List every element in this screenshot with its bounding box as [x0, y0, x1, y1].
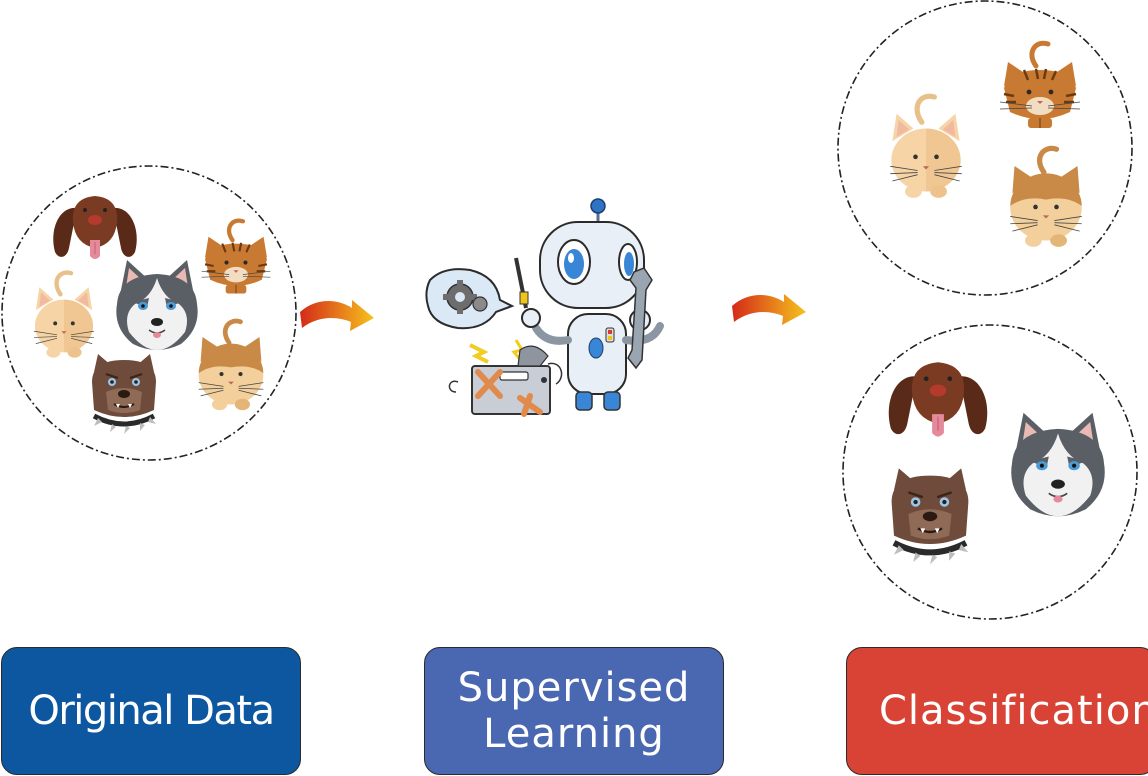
cream-cat-icon — [890, 96, 961, 198]
input-animals — [34, 195, 271, 434]
cats-group — [890, 43, 1081, 247]
cats-circle — [837, 0, 1133, 296]
brown-dog-icon — [52, 195, 138, 260]
original-data-text: Original Data — [28, 688, 275, 734]
husky-icon — [1010, 411, 1106, 518]
input-data-circle — [1, 165, 297, 461]
supervised-learning-text: Supervised Learning — [457, 665, 691, 757]
classification-label: Classification — [846, 647, 1148, 775]
cream-cat-icon — [34, 273, 94, 358]
classification-text: Classification — [879, 688, 1148, 734]
brown-dog-icon — [888, 361, 988, 438]
original-data-label: Original Data — [1, 647, 301, 775]
arrow-icon — [732, 294, 806, 325]
supervised-learning-label: Supervised Learning — [424, 647, 724, 775]
broken-machine-icon — [448, 339, 563, 417]
bulldog-icon — [92, 354, 156, 434]
dogs-circle — [842, 324, 1138, 620]
gear-bubble-icon — [425, 268, 515, 330]
arrow-icon — [300, 300, 374, 331]
orange-cat-icon — [199, 321, 264, 410]
tabby-cat-icon — [1000, 43, 1080, 128]
orange-cat-icon — [1010, 148, 1081, 246]
bulldog-icon — [892, 468, 969, 564]
husky-icon — [115, 259, 199, 351]
tabby-cat-icon — [202, 221, 271, 294]
dogs-group — [888, 361, 1106, 564]
robot-icon — [514, 198, 664, 411]
